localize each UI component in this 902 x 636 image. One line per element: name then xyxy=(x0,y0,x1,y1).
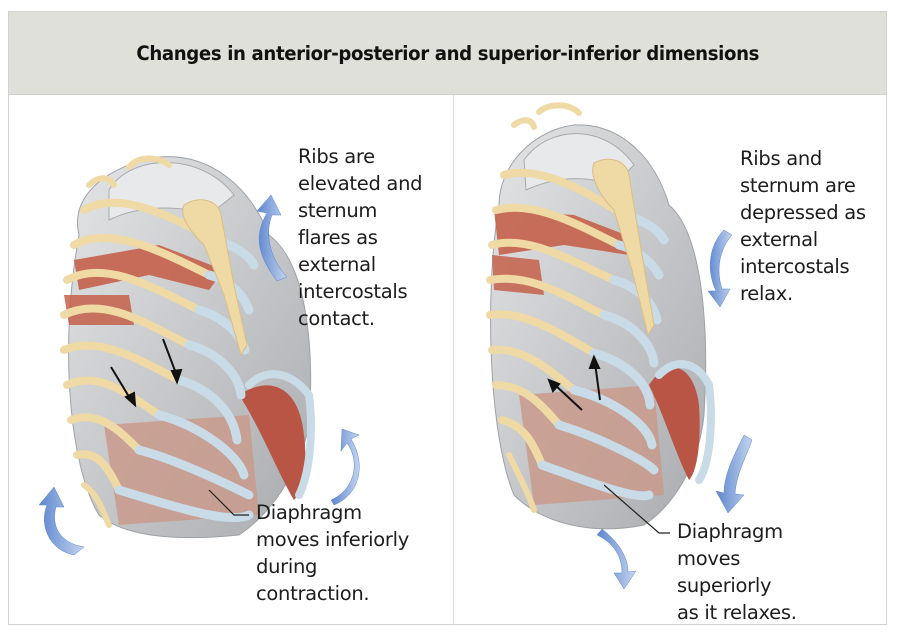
panel-expiration: Ribs and sternum are depressed as extern… xyxy=(454,95,887,625)
figure-frame: Changes in anterior-posterior and superi… xyxy=(8,11,887,625)
arrow-curve-up-icon xyxy=(38,486,85,556)
sternum xyxy=(592,158,655,337)
rib-motion-arrows xyxy=(110,338,183,408)
arrow-up-icon xyxy=(256,194,288,282)
clavicle xyxy=(86,175,117,188)
panel-inspiration: Ribs are elevated and sternum flares as … xyxy=(9,95,453,625)
intercostal-muscle xyxy=(74,245,224,290)
ribs xyxy=(486,168,715,513)
arrow-curve-down-icon xyxy=(715,434,753,514)
diaphragm-leader-line xyxy=(603,484,670,534)
diaphragm-inferior-label: Diaphragm moves inferiorly during contra… xyxy=(256,501,409,605)
ribcage-illustration-inspiration xyxy=(38,155,360,556)
ribcage-illustration-expiration xyxy=(486,102,753,590)
arrow-down-icon xyxy=(707,229,733,308)
clavicle xyxy=(511,117,537,130)
sternum xyxy=(182,199,248,357)
figure-title: Changes in anterior-posterior and superi… xyxy=(136,41,759,65)
diaphragm-leader-line xyxy=(208,489,249,516)
diaphragm-dome xyxy=(239,385,306,500)
rib-depression-label: Ribs and sternum are depressed as extern… xyxy=(740,147,866,305)
arrow-curve-up-icon xyxy=(330,428,360,506)
diaphragm-superior-label: Diaphragm moves superiorly as it relaxes… xyxy=(677,520,797,624)
diaphragm-dome xyxy=(649,367,700,480)
arrow-curve-down-icon xyxy=(596,528,637,590)
clavicle xyxy=(536,102,582,116)
rib-motion-arrows xyxy=(547,354,601,411)
figure-header: Changes in anterior-posterior and superi… xyxy=(9,12,886,95)
rib-elevation-label: Ribs are elevated and sternum flares as … xyxy=(298,145,423,330)
clavicle xyxy=(126,155,172,170)
panel-divider xyxy=(453,95,454,625)
